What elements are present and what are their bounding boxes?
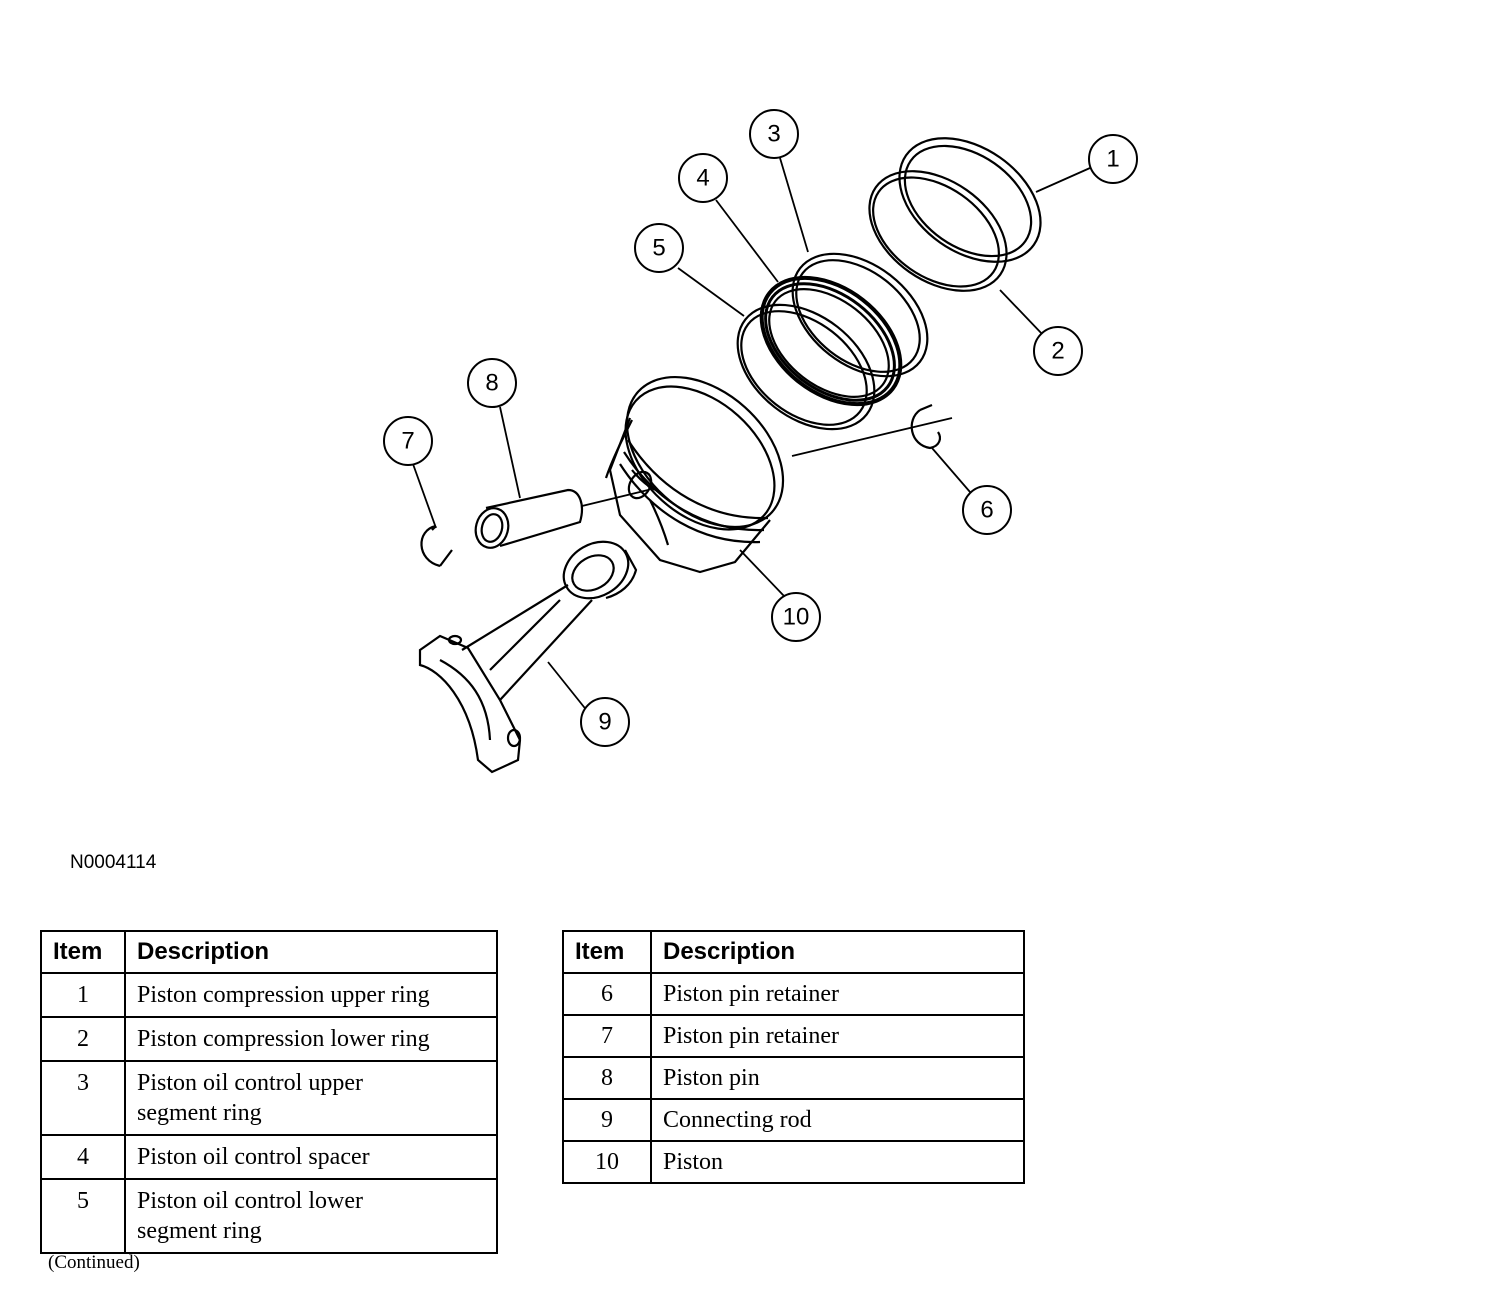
retainer-clip-icon: [910, 403, 941, 450]
table-row: 9 Connecting rod: [562, 1098, 1025, 1142]
table-row: 6 Piston pin retainer: [562, 972, 1025, 1016]
description-header: Description: [650, 930, 1025, 974]
callout-10-label: 10: [783, 604, 810, 631]
ring-icon: [736, 303, 876, 431]
item-number: 3: [40, 1060, 126, 1136]
callout-8: [467, 358, 517, 408]
table-row: 8 Piston pin: [562, 1056, 1025, 1100]
callout-3-label: 3: [767, 121, 780, 148]
callout-10: [771, 592, 821, 642]
table-row: 7 Piston pin retainer: [562, 1014, 1025, 1058]
parts-table-left: Item Description 1 Piston compression up…: [40, 930, 498, 1254]
table-row: 1 Piston compression upper ring: [40, 972, 498, 1018]
callout-3: [749, 109, 799, 159]
item-description: Piston oil control lower segment ring: [124, 1178, 498, 1254]
description-line: Piston oil control lower: [137, 1188, 363, 1214]
item-description: Piston oil control spacer: [124, 1134, 498, 1180]
item-number: 1: [40, 972, 126, 1018]
piston-pin-icon: [474, 488, 584, 549]
callout-7-label: 7: [401, 428, 414, 455]
item-number: 4: [40, 1134, 126, 1180]
callout-6: [962, 485, 1012, 535]
item-description: Piston pin: [650, 1056, 1025, 1100]
item-header: Item: [40, 930, 126, 974]
callout-8-label: 8: [485, 370, 498, 397]
table-row: 5 Piston oil control lower segment ring: [40, 1178, 498, 1254]
callout-9: [580, 697, 630, 747]
callout-9-label: 9: [598, 709, 611, 736]
description-header: Description: [124, 930, 498, 974]
item-description: Piston: [650, 1140, 1025, 1184]
table-header-row: Item Description: [562, 930, 1025, 974]
callout-4-label: 4: [696, 165, 709, 192]
ring-icon: [791, 252, 929, 378]
item-number: 6: [562, 972, 652, 1016]
description-line: Piston compression lower ring: [137, 1026, 430, 1052]
table-row: 2 Piston compression lower ring: [40, 1016, 498, 1062]
callout-4: [678, 153, 728, 203]
item-header: Item: [562, 930, 652, 974]
item-number: 2: [40, 1016, 126, 1062]
description-line: Piston oil control upper: [137, 1070, 363, 1096]
item-description: Piston pin retainer: [650, 1014, 1025, 1058]
callout-7: [383, 416, 433, 466]
figure-id: N0004114: [70, 852, 157, 873]
ring-icon: [759, 275, 903, 407]
description-line: segment ring: [137, 1218, 262, 1244]
description-line: Piston compression upper ring: [137, 982, 430, 1008]
item-description: Connecting rod: [650, 1098, 1025, 1142]
item-description: Piston oil control upper segment ring: [124, 1060, 498, 1136]
table-row: 10 Piston: [562, 1140, 1025, 1184]
callout-6-label: 6: [980, 497, 993, 524]
continued-note: (Continued): [48, 1252, 140, 1273]
item-number: 5: [40, 1178, 126, 1254]
table-row: 3 Piston oil control upper segment ring: [40, 1060, 498, 1136]
connecting-rod-icon: [418, 540, 638, 774]
item-number: 10: [562, 1140, 652, 1184]
item-number: 9: [562, 1098, 652, 1142]
item-description: Piston compression lower ring: [124, 1016, 498, 1062]
piston-icon: [604, 375, 785, 574]
item-number: 7: [562, 1014, 652, 1058]
ring-icon: [868, 137, 1042, 292]
callout-2: [1033, 326, 1083, 376]
callout-2-label: 2: [1051, 338, 1064, 365]
description-line: Piston oil control spacer: [137, 1144, 370, 1170]
callout-5: [634, 223, 684, 273]
retainer-clip-icon: [420, 524, 453, 568]
item-description: Piston pin retainer: [650, 972, 1025, 1016]
item-number: 8: [562, 1056, 652, 1100]
callout-5-label: 5: [652, 235, 665, 262]
description-line: segment ring: [137, 1100, 262, 1126]
callout-1: [1088, 134, 1138, 184]
parts-table-right: Item Description 6 Piston pin retainer 7…: [562, 930, 1025, 1184]
table-header-row: Item Description: [40, 930, 498, 974]
table-row: 4 Piston oil control spacer: [40, 1134, 498, 1180]
item-description: Piston compression upper ring: [124, 972, 498, 1018]
callout-1-label: 1: [1106, 146, 1119, 173]
